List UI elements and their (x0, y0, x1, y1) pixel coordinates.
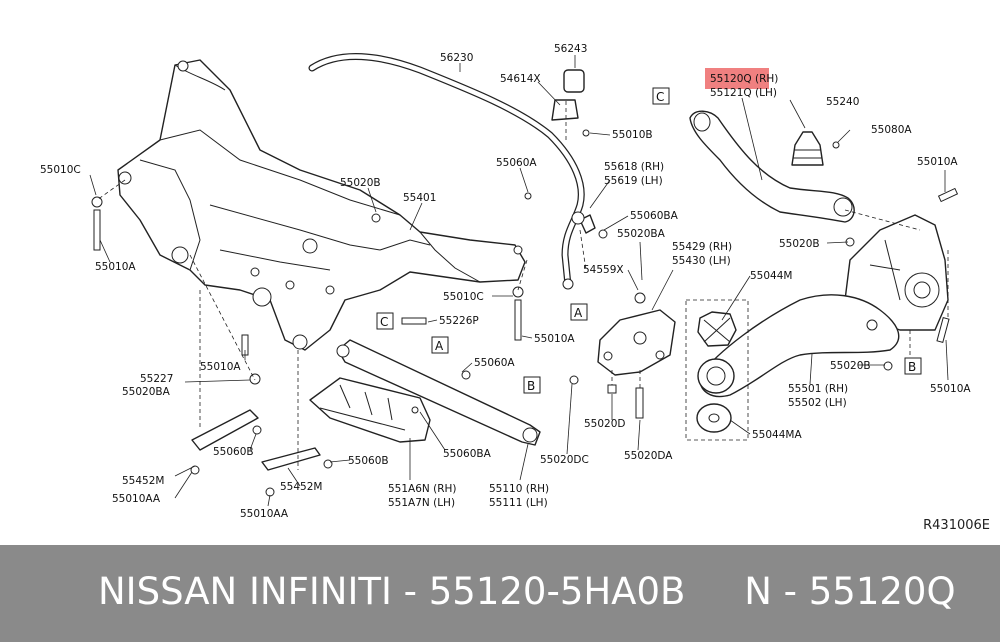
label-55044ma: 55044MA (752, 429, 802, 441)
label-55020ba-left: 55020BA (122, 386, 171, 398)
stabilizer-bushing (563, 69, 585, 93)
marker-a-mid: A (431, 336, 449, 354)
svg-text:A: A (435, 339, 444, 353)
label-551a7n: 551A7N (LH) (388, 497, 455, 509)
svg-text:B: B (527, 379, 535, 393)
label-55020b-lower: 55020B (830, 360, 871, 372)
bushing-group-box (685, 299, 749, 441)
bump-stopper (791, 131, 824, 166)
label-55020b-mid: 55020B (340, 177, 381, 189)
footer-title: NISSAN INFINITI - 55120-5HA0B N - 55120Q (98, 570, 956, 613)
upper-link-arm (689, 110, 855, 223)
label-55060ba-top: 55060BA (630, 210, 679, 222)
lateral-link (336, 339, 541, 446)
label-55060a-mid: 55060A (474, 357, 515, 369)
rear-axle-housing (844, 214, 949, 331)
label-55020dc: 55020DC (540, 454, 589, 466)
bracket-55452m-left (191, 409, 259, 451)
label-55501: 55501 (RH) (788, 383, 848, 395)
part-highlight (705, 68, 769, 89)
label-55430: 55430 (LH) (672, 255, 731, 267)
svg-text:B: B (908, 360, 916, 374)
label-55010aa-left: 55010AA (112, 493, 161, 505)
label-55010c-mid: 55010C (443, 291, 484, 303)
marker-b-right: B (904, 357, 922, 375)
bracket-55452m-mid (261, 447, 321, 471)
label-55452m-left: 55452M (122, 475, 164, 487)
label-55401: 55401 (403, 192, 436, 204)
label-55020d: 55020D (584, 418, 626, 430)
label-55010a-bl: 55010A (200, 361, 241, 373)
label-55121q: 55121Q (LH) (710, 87, 777, 99)
link-bracket (597, 309, 676, 376)
label-55240: 55240 (826, 96, 859, 108)
footer-bar (0, 545, 1000, 642)
lower-arm-plate (309, 377, 431, 443)
part-labels: 56230 56243 54614X 55010B 55060A 55618 (… (40, 43, 971, 520)
bolt-55020da (635, 387, 644, 419)
label-55227: 55227 (140, 373, 173, 385)
leader-lines (89, 55, 949, 507)
label-55060b-left: 55060B (213, 446, 254, 458)
label-55060ba-mid: 55060BA (443, 448, 492, 460)
label-55020da: 55020DA (624, 450, 673, 462)
label-56230: 56230 (440, 52, 473, 64)
label-55110: 55110 (RH) (489, 483, 549, 495)
bolts (91, 187, 959, 497)
stabilizer-link (571, 211, 596, 234)
label-56243: 56243 (554, 43, 587, 55)
assembly-lines (96, 100, 949, 470)
diagram-code: R431006E (923, 518, 990, 533)
label-55080a: 55080A (871, 124, 912, 136)
label-55010a-right: 55010A (917, 156, 958, 168)
label-55010a-mid: 55010A (534, 333, 575, 345)
label-55502: 55502 (LH) (788, 397, 847, 409)
label-54559x: 54559X (583, 264, 624, 276)
marker-c-mid: C (376, 312, 394, 330)
label-55618: 55618 (RH) (604, 161, 664, 173)
label-55010a-lower-right: 55010A (930, 383, 971, 395)
marker-b-arm: B (523, 376, 541, 394)
label-55010b: 55010B (612, 129, 653, 141)
marker-c-top: C (652, 87, 670, 105)
label-55226p: 55226P (439, 315, 479, 327)
stabilizer-clamp (551, 99, 579, 121)
label-55010c-left: 55010C (40, 164, 81, 176)
label-55020b-right: 55020B (779, 238, 820, 250)
label-55111: 55111 (LH) (489, 497, 548, 509)
label-55120q: 55120Q (RH) (710, 73, 778, 85)
label-55060b-mid: 55060B (348, 455, 389, 467)
svg-text:C: C (656, 90, 664, 104)
label-55452m-mid: 55452M (280, 481, 322, 493)
label-54614x: 54614X (500, 73, 541, 85)
label-55429: 55429 (RH) (672, 241, 732, 253)
label-55010a-left: 55010A (95, 261, 136, 273)
label-55619: 55619 (LH) (604, 175, 663, 187)
label-55020ba-top: 55020BA (617, 228, 666, 240)
rubber-bushing (696, 311, 737, 433)
subframe-assembly (117, 59, 526, 351)
lower-link-arm (699, 294, 900, 398)
label-551a6n: 551A6N (RH) (388, 483, 456, 495)
svg-text:C: C (380, 315, 388, 329)
label-55010aa-mid: 55010AA (240, 508, 289, 520)
label-55044m: 55044M (750, 270, 792, 282)
label-55060a-top: 55060A (496, 157, 537, 169)
marker-a-arm: A (570, 303, 588, 321)
svg-text:A: A (574, 306, 583, 320)
parts-diagram: 56230 56243 54614X 55010B 55060A 55618 (… (40, 43, 971, 520)
